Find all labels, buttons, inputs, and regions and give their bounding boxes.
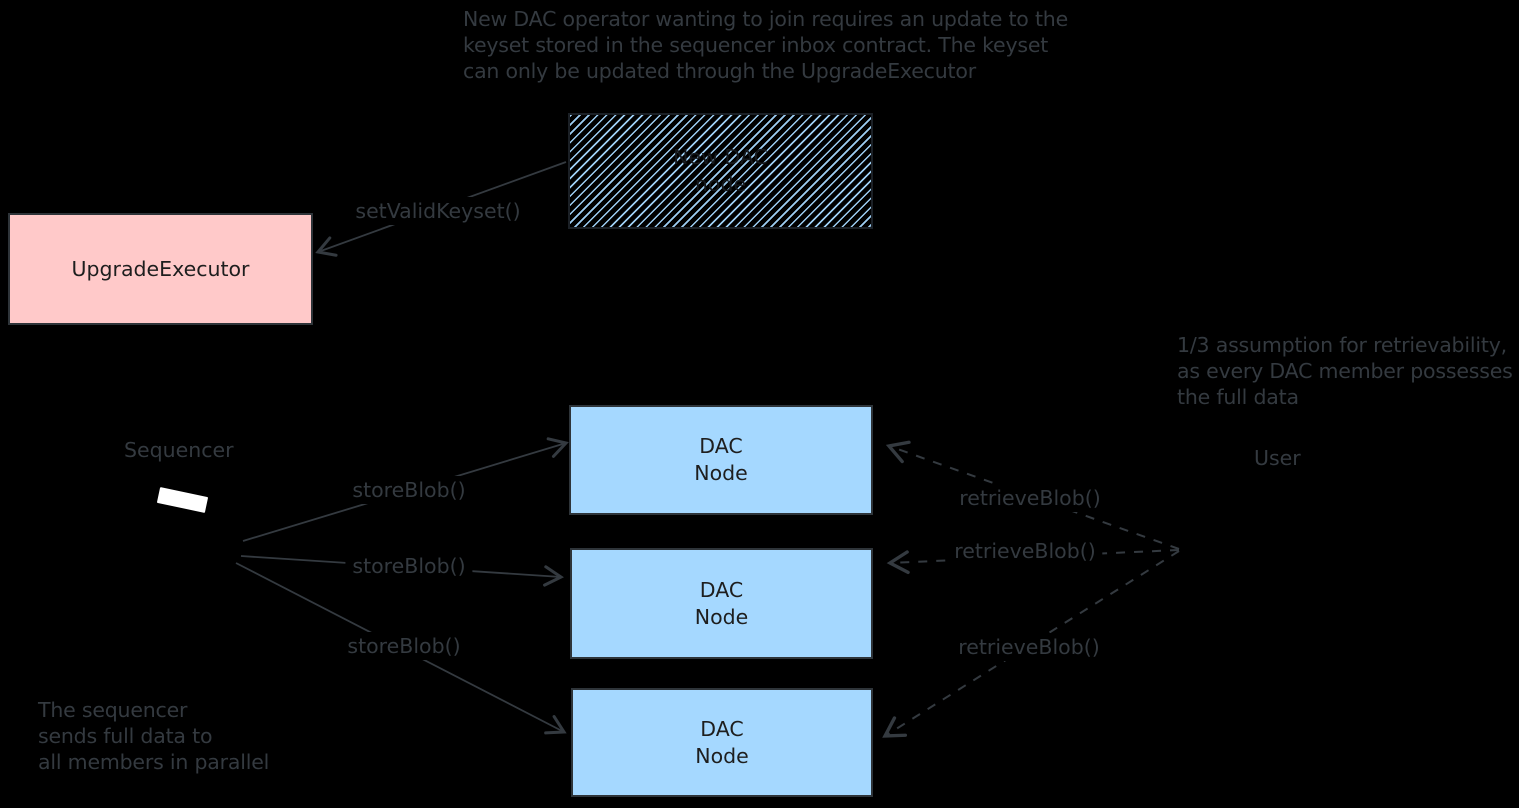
arrow-retrieve-blob-3 — [882, 550, 1180, 738]
retrieve-blob-edge-label-2: retrieveBlob() — [947, 537, 1103, 565]
retrieve-blob-edge-label-1: retrieveBlob() — [952, 484, 1108, 512]
retrieve-blob-edge-label-3: retrieveBlob() — [951, 633, 1107, 661]
keyset-note: New DAC operator wanting to join require… — [463, 7, 1068, 83]
store-blob-edge-label-2: storeBlob() — [345, 552, 473, 580]
retrievability-note: 1/3 assumption for retrievability, as ev… — [1177, 333, 1513, 409]
dac-node-box-2-label: DAC Node — [694, 577, 749, 629]
arrow-retrieve-blob-1 — [885, 440, 1180, 550]
parallel-note: The sequencer sends full data to all mem… — [38, 698, 270, 774]
store-blob-edge-label-3: storeBlob() — [340, 632, 468, 660]
dac-node-box-1: DAC Node — [569, 405, 873, 515]
dac-node-box-2: DAC Node — [570, 548, 873, 659]
new-dac-node-box: New DAC node — [568, 113, 873, 229]
upgrade-executor-box-label: UpgradeExecutor — [71, 256, 250, 281]
user-label: User — [1254, 446, 1301, 470]
store-blob-edge-label-1: storeBlob() — [345, 476, 473, 504]
dac-node-box-3-label: DAC Node — [695, 716, 749, 768]
sequencer-label: Sequencer — [124, 438, 234, 462]
new-dac-node-box-label: New DAC node — [673, 145, 768, 196]
upgrade-executor-box: UpgradeExecutor — [8, 213, 313, 325]
dac-node-box-1-label: DAC Node — [694, 434, 748, 485]
dac-node-box-3: DAC Node — [571, 688, 873, 797]
set-valid-keyset-edge-label: setValidKeyset() — [348, 197, 528, 225]
